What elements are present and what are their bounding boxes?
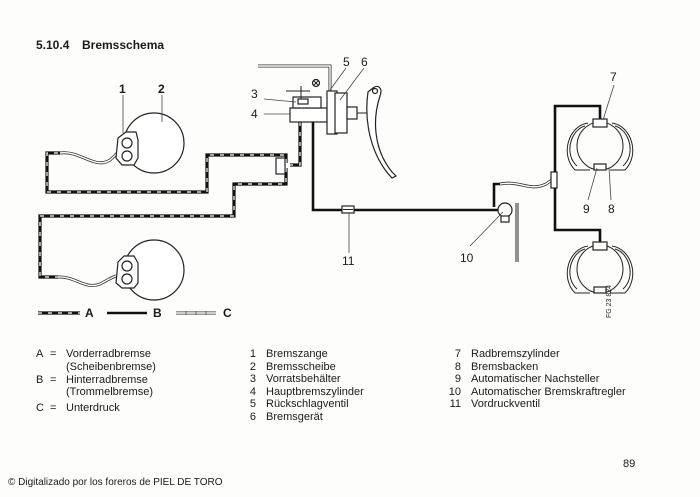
- part-number: 7: [454, 348, 461, 360]
- part-name: Vordruckventil: [471, 398, 541, 411]
- callout-9: 9: [583, 202, 590, 216]
- callout-3: 3: [251, 87, 258, 101]
- parts-list-1: 1 Bremszange 2 Bremsscheibe 3 Vorratsbehält…: [240, 348, 364, 424]
- circuit-sublabel: (Trommelbremse): [66, 386, 153, 399]
- section-title: Bremsschema: [82, 38, 165, 52]
- lower-drum-brake: [566, 241, 634, 294]
- legend-key-b: B: [153, 306, 162, 320]
- part-name: Bremszange: [266, 348, 328, 360]
- part-number: 5: [249, 398, 256, 411]
- part-number: 2: [249, 360, 256, 373]
- callout-2: 2: [158, 82, 165, 96]
- brake-pedal: [366, 85, 398, 179]
- tee-fitting: [275, 157, 286, 175]
- part-number: 11: [449, 398, 461, 411]
- circuit-label: Hinterradbremse: [66, 373, 148, 386]
- part-item: 5 Rückschlagventil: [240, 398, 364, 411]
- part-number: 10: [448, 385, 461, 398]
- part-item: 10 Automatischer Bremskraftregler: [445, 386, 626, 399]
- part-item: 2 Bremsscheibe: [240, 361, 364, 374]
- part-item: 8 Bremsbacken: [445, 361, 626, 374]
- circuit-legend: A = Vorderradbremse (Scheibenbremse) B = Hin…: [36, 348, 156, 415]
- rear-lower-line: [553, 188, 602, 244]
- master-cylinder-assembly: [286, 78, 370, 135]
- vacuum-line: [258, 64, 332, 92]
- copyright-notice: © Digitalizado por los foreros de PIEL D…: [8, 477, 223, 488]
- part-number: 9: [454, 373, 461, 386]
- brake-force-regulator: [492, 178, 553, 262]
- part-name: Automatischer Nachsteller: [471, 373, 600, 386]
- part-item: 1 Bremszange: [240, 348, 364, 361]
- front-upper-brake-line: [45, 151, 288, 194]
- equals-sign: =: [50, 373, 57, 386]
- part-item: 11 Vordruckventil: [445, 398, 626, 411]
- callout-8: 8: [608, 202, 615, 216]
- part-number: 3: [249, 373, 256, 386]
- part-name: Bremsbacken: [471, 360, 539, 373]
- brake-schematic-diagram: .lineA-bg { fill:none; stroke:#111; stro…: [38, 55, 634, 320]
- callout-1: 1: [119, 82, 126, 96]
- part-number: 4: [249, 385, 256, 398]
- legend-key-a: A: [85, 306, 94, 320]
- circuit-key: B: [36, 373, 44, 386]
- circuit-label: Unterdruck: [66, 402, 120, 415]
- callout-5: 5: [343, 55, 350, 69]
- callout-7: 7: [610, 70, 617, 84]
- part-number: 1: [249, 348, 256, 360]
- callout-6: 6: [361, 55, 368, 69]
- part-name: Rückschlagventil: [266, 398, 349, 411]
- upper-drum-brake: [566, 118, 634, 171]
- line-type-legend: A B C: [38, 306, 232, 320]
- callout-10: 10: [460, 251, 474, 265]
- callout-11: 11: [342, 254, 355, 268]
- master-to-tee-line: [290, 122, 302, 167]
- section-heading: 5.10.4 Bremsschema: [36, 38, 164, 52]
- part-name: Bremsscheibe: [266, 360, 336, 373]
- circuit-key: A: [36, 348, 44, 360]
- callout-4: 4: [251, 107, 258, 121]
- circuit-label: Vorderradbremse: [66, 348, 151, 360]
- part-item: 3 Vorratsbehälter: [240, 373, 364, 386]
- part-name: Vorratsbehälter: [266, 373, 341, 386]
- equals-sign: =: [50, 402, 57, 415]
- part-name: Hauptbremszylinder: [266, 385, 364, 398]
- section-number: 5.10.4: [36, 38, 70, 52]
- equals-sign: =: [50, 348, 57, 360]
- part-name: Radbremszylinder: [471, 348, 560, 360]
- legend-key-c: C: [223, 306, 232, 320]
- part-name: Bremsgerät: [266, 410, 323, 423]
- front-lower-brake-line: [38, 168, 288, 279]
- part-item: 4 Hauptbremszylinder: [240, 386, 364, 399]
- rear-upper-line: [553, 104, 602, 172]
- part-item: 6 Bremsgerät: [240, 411, 364, 424]
- part-number: 8: [454, 360, 461, 373]
- part-name: Automatischer Bremskraftregler: [471, 385, 626, 398]
- part-item: 7 Radbremszylinder: [445, 348, 626, 361]
- part-number: 6: [249, 410, 256, 423]
- page-number: 89: [623, 458, 636, 470]
- rear-brake-line: [311, 122, 502, 212]
- circuit-sublabel: (Scheibenbremse): [66, 360, 156, 373]
- circuit-key: C: [36, 402, 44, 415]
- part-item: 9 Automatischer Nachsteller: [445, 373, 626, 386]
- figure-code: FG 23 824: [606, 284, 613, 318]
